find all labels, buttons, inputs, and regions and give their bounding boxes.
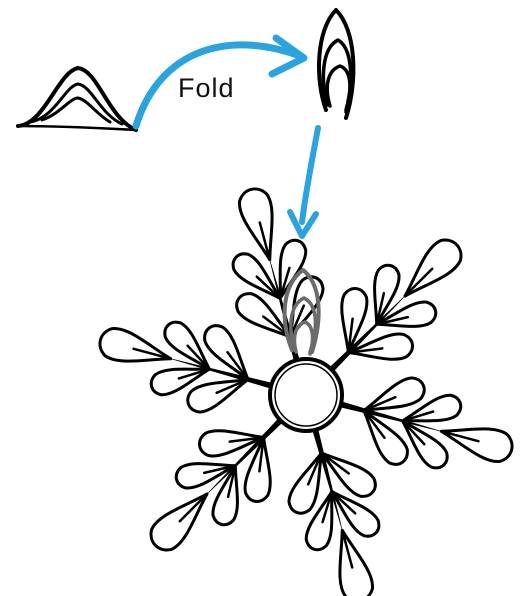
- placement-arrow: [302, 128, 318, 222]
- folded-petal-shape: [319, 10, 353, 118]
- unfolded-petal-shape: [18, 68, 136, 130]
- arm-stem: [328, 287, 414, 373]
- fold-label: Fold: [178, 73, 235, 103]
- fold-arrowhead: [272, 38, 304, 74]
- arm-stem: [198, 417, 284, 503]
- flower-center-outer: [270, 359, 342, 431]
